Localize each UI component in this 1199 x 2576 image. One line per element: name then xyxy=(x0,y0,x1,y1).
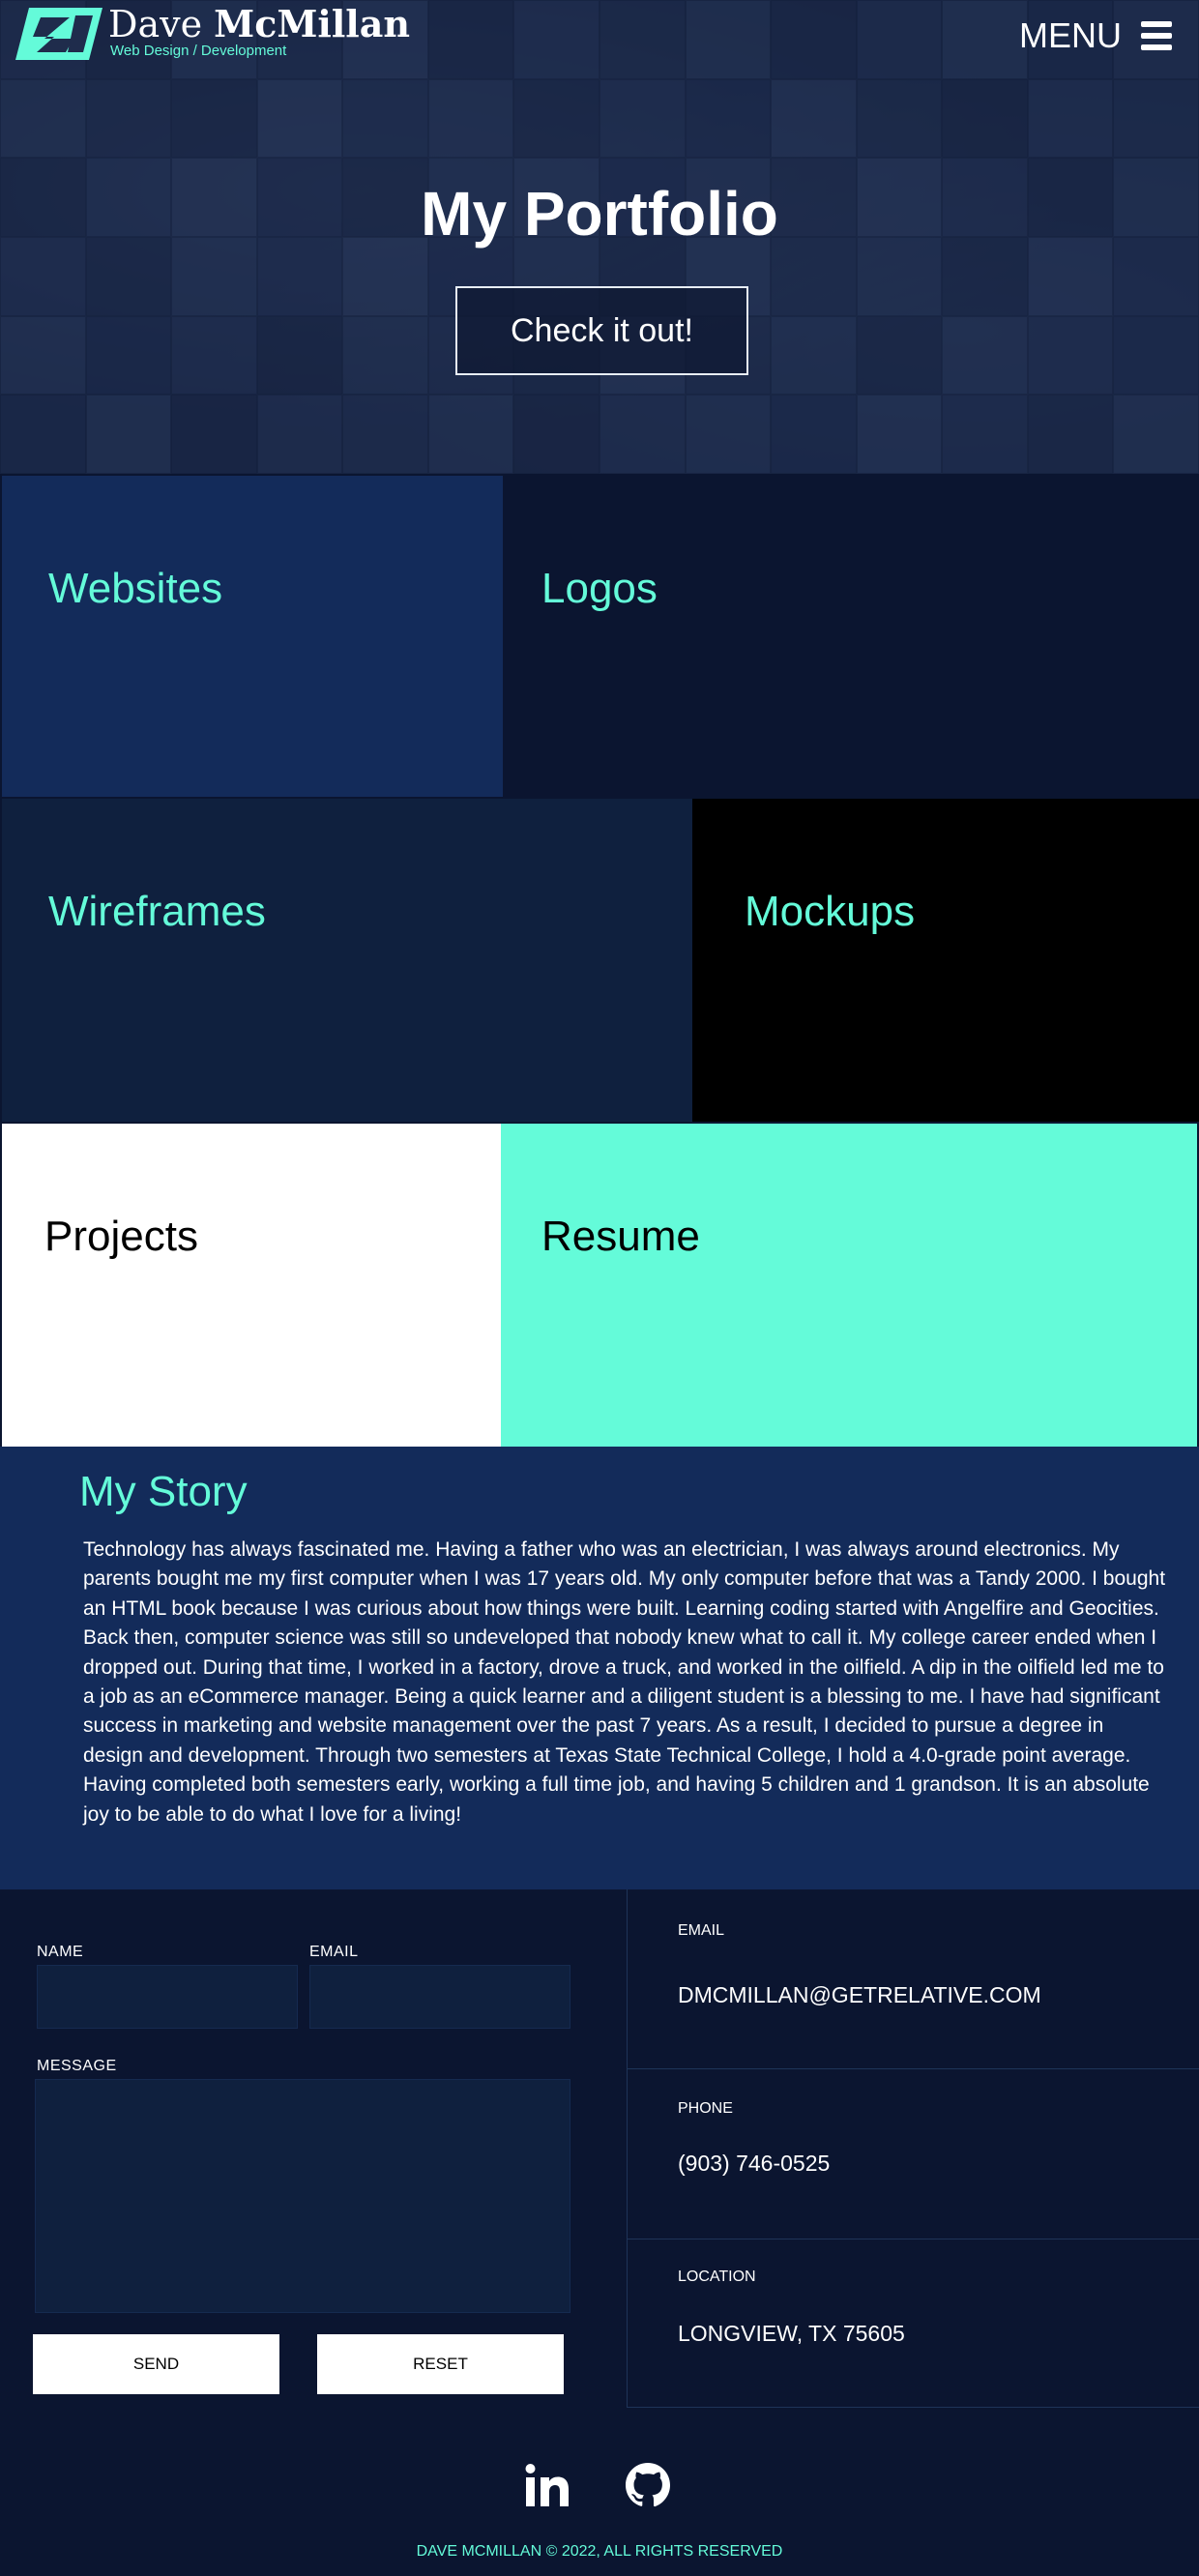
contact-phone-row: PHONE (903) 746-0525 xyxy=(628,2069,1199,2239)
tile-wireframes-label: Wireframes xyxy=(48,888,266,935)
tile-mockups[interactable]: Mockups xyxy=(692,799,1199,1122)
message-textarea[interactable] xyxy=(35,2079,570,2313)
email-input[interactable] xyxy=(309,1965,570,2029)
contact-location-row: LOCATION LONGVIEW, TX 75605 xyxy=(628,2239,1199,2408)
hero-banner: Dave McMillan Web Design / Development M… xyxy=(0,0,1199,474)
name-label: NAME xyxy=(37,1944,84,1960)
tile-websites[interactable]: Websites xyxy=(2,476,503,797)
linkedin-icon xyxy=(525,2464,569,2506)
tile-resume[interactable]: Resume xyxy=(501,1124,1197,1447)
hero-title: My Portfolio xyxy=(421,179,778,249)
github-icon xyxy=(626,2463,670,2507)
story-title: My Story xyxy=(79,1468,248,1515)
contact-info-panel: EMAIL DMCMILLAN@GETRELATIVE.COM PHONE (9… xyxy=(627,1889,1199,2408)
contact-email-row: EMAIL DMCMILLAN@GETRELATIVE.COM xyxy=(628,1889,1199,2069)
contact-phone-label: PHONE xyxy=(678,2100,733,2117)
my-story-section: My Story Technology has always fascinate… xyxy=(0,1447,1199,1889)
site-logo-link[interactable] xyxy=(15,6,104,62)
send-button[interactable]: SEND xyxy=(33,2334,279,2394)
brand-tagline: Web Design / Development xyxy=(110,43,287,59)
contact-phone-value[interactable]: (903) 746-0525 xyxy=(678,2151,831,2176)
menu-label[interactable]: MENU xyxy=(1019,15,1122,55)
tile-mockups-label: Mockups xyxy=(745,888,916,935)
story-body: Technology has always fascinated me. Hav… xyxy=(83,1538,1166,1826)
message-label: MESSAGE xyxy=(37,2058,117,2074)
brand-name: Dave McMillan xyxy=(108,2,410,45)
tile-websites-label: Websites xyxy=(48,565,223,612)
copyright-text: DAVE MCMILLAN © 2022, ALL RIGHTS RESERVE… xyxy=(416,2543,783,2560)
tile-projects[interactable]: Projects xyxy=(2,1124,501,1447)
tile-logos[interactable]: Logos xyxy=(503,476,1199,797)
name-input[interactable] xyxy=(37,1965,298,2029)
contact-email-value[interactable]: DMCMILLAN@GETRELATIVE.COM xyxy=(678,1982,1041,2007)
tile-resume-label: Resume xyxy=(541,1213,700,1260)
site-footer: DAVE MCMILLAN © 2022, ALL RIGHTS RESERVE… xyxy=(0,2408,1199,2576)
dm-logo-icon xyxy=(15,8,102,60)
email-label: EMAIL xyxy=(309,1944,359,1960)
contact-email-label: EMAIL xyxy=(678,1922,725,1939)
tile-logos-label: Logos xyxy=(541,565,658,612)
reset-button[interactable]: RESET xyxy=(317,2334,564,2394)
tile-projects-label: Projects xyxy=(44,1213,198,1260)
check-it-out-button[interactable]: Check it out! xyxy=(455,286,748,375)
contact-location-label: LOCATION xyxy=(678,2269,756,2285)
hero-overlay xyxy=(0,0,1199,474)
contact-section: NAME EMAIL MESSAGE SEND RESET EMAIL DMCM… xyxy=(0,1889,1199,2408)
contact-location-value: LONGVIEW, TX 75605 xyxy=(678,2321,905,2346)
tile-wireframes[interactable]: Wireframes xyxy=(2,799,692,1122)
hamburger-menu-icon[interactable] xyxy=(1141,21,1172,50)
